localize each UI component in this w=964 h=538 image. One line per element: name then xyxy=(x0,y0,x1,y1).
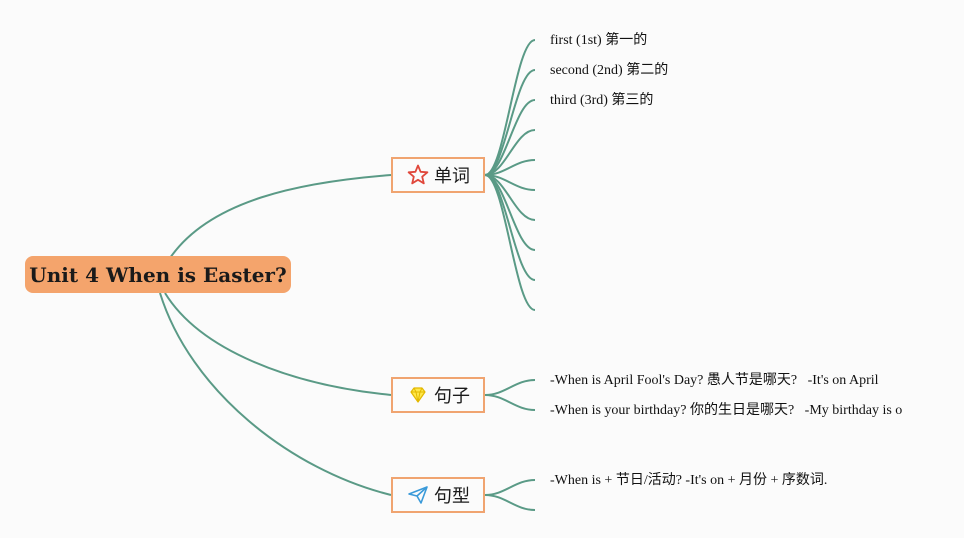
connector-leaf xyxy=(484,379,536,396)
leaf-topic[interactable]: second (2nd) 第二的 xyxy=(550,63,669,78)
branch-patterns[interactable]: 句型 xyxy=(391,477,485,513)
star-icon xyxy=(406,163,430,187)
branch-label: 句子 xyxy=(434,386,470,407)
connector-leaf xyxy=(484,479,536,496)
leaf-topic[interactable]: -When is April Fool's Day? 愚人节是哪天? -It's… xyxy=(550,373,879,388)
central-topic[interactable]: Unit 4 When is Easter? xyxy=(25,256,291,293)
branch-label: 句型 xyxy=(434,486,470,507)
branch-sentences[interactable]: 句子 xyxy=(391,377,485,413)
branch-label: 单词 xyxy=(434,166,470,187)
connector-leaf xyxy=(484,39,536,176)
connector-leaf xyxy=(484,394,536,411)
leaf-topic[interactable]: -When is your birthday? 你的生日是哪天? -My bir… xyxy=(550,403,903,418)
leaf-topic[interactable]: first (1st) 第一的 xyxy=(550,33,648,48)
connector-leaf xyxy=(484,174,536,281)
diamond-icon xyxy=(406,383,430,407)
connector-root-sentences xyxy=(164,292,392,396)
connector-leaf xyxy=(484,69,536,176)
connector-leaf xyxy=(484,494,536,511)
leaf-topic[interactable]: third (3rd) 第三的 xyxy=(550,93,654,108)
leaf-topic[interactable]: -When is + 节日/活动? -It's on + 月份 + 序数词. xyxy=(550,473,828,488)
connector-root-vocabulary xyxy=(169,174,392,259)
connector-leaf xyxy=(484,99,536,176)
connector-leaf xyxy=(484,174,536,311)
branch-vocabulary[interactable]: 单词 xyxy=(391,157,485,193)
connector-root-patterns xyxy=(159,292,392,496)
paper-plane-icon xyxy=(406,483,430,507)
